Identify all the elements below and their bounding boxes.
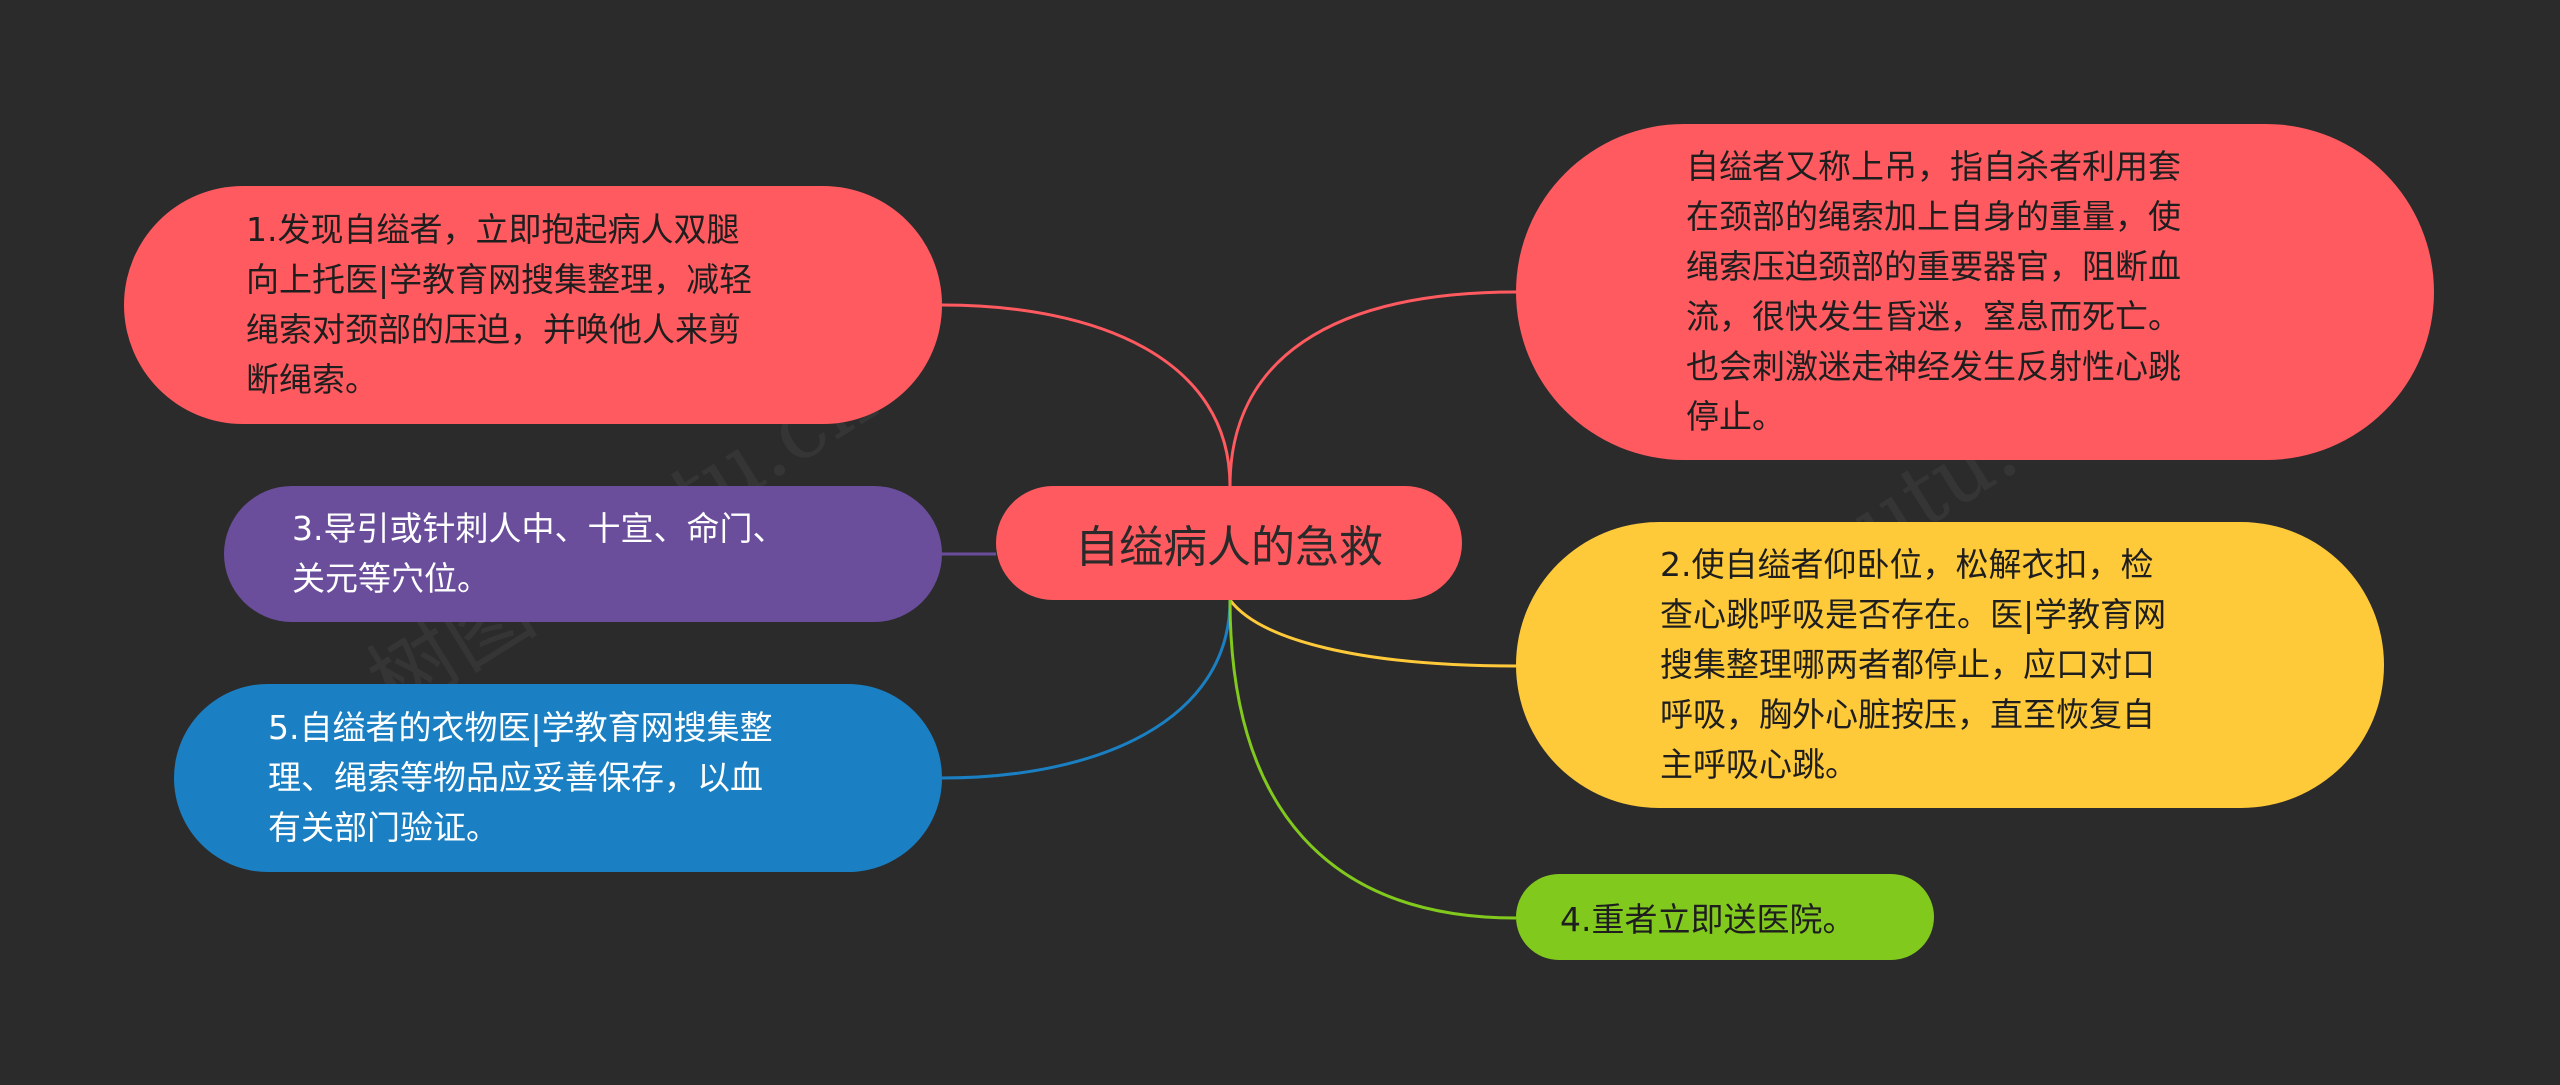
topic-node-definition[interactable]: 自缢者又称上吊，指自杀者利用套 在颈部的绳索加上自身的重量，使 绳索压迫颈部的重…	[1516, 124, 2434, 460]
center-topic[interactable]: 自缢病人的急救	[996, 486, 1462, 600]
center-topic-label: 自缢病人的急救	[1075, 522, 1383, 573]
topic-node-5-text: 5.自缢者的衣物医|学教育网搜集整 理、绳索等物品应妥善保存，以血 有关部门验证…	[268, 708, 773, 847]
topic-node-definition-text: 自缢者又称上吊，指自杀者利用套 在颈部的绳索加上自身的重量，使 绳索压迫颈部的重…	[1686, 147, 2181, 436]
topic-node-5[interactable]: 5.自缢者的衣物医|学教育网搜集整 理、绳索等物品应妥善保存，以血 有关部门验证…	[174, 684, 942, 872]
topic-node-3-text: 3.导引或针刺人中、十宣、命门、 关元等穴位。	[292, 509, 786, 598]
topic-node-1-text: 1.发现自缢者，立即抱起病人双腿 向上托医|学教育网搜集整理，减轻 绳索对颈部的…	[246, 210, 753, 399]
connector-n2	[1228, 599, 1517, 668]
topic-node-1[interactable]: 1.发现自缢者，立即抱起病人双腿 向上托医|学教育网搜集整理，减轻 绳索对颈部的…	[124, 186, 942, 424]
connector-n5	[941, 599, 1232, 780]
topic-node-3[interactable]: 3.导引或针刺人中、十宣、命门、 关元等穴位。	[224, 486, 942, 622]
topic-node-2[interactable]: 2.使自缢者仰卧位，松解衣扣，检 查心跳呼吸是否存在。医|学教育网 搜集整理哪两…	[1516, 522, 2384, 808]
topic-node-4-text: 4.重者立即送医院。	[1560, 900, 1856, 939]
connector-n1	[941, 303, 1232, 487]
connector-n4	[1228, 599, 1517, 920]
topic-node-4[interactable]: 4.重者立即送医院。	[1516, 874, 1934, 960]
connector-nr	[1228, 290, 1517, 487]
topic-node-2-text: 2.使自缢者仰卧位，松解衣扣，检 查心跳呼吸是否存在。医|学教育网 搜集整理哪两…	[1660, 545, 2167, 784]
